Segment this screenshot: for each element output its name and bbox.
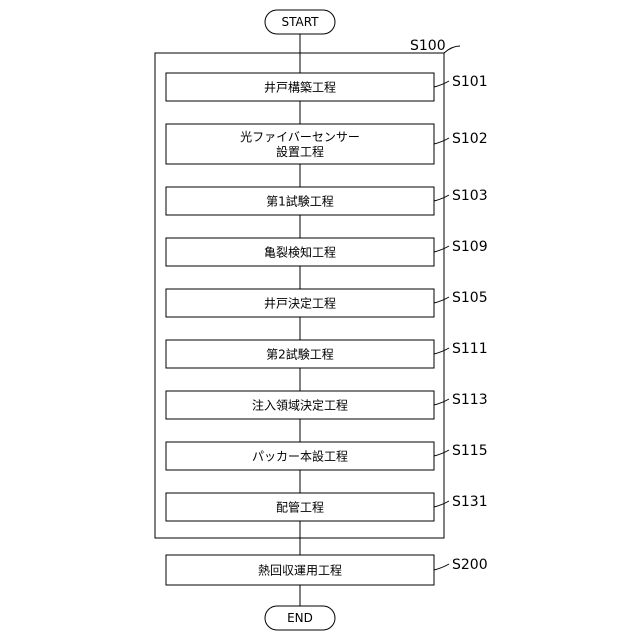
- end-terminator: END: [265, 606, 335, 630]
- step-label: 配管工程: [276, 500, 324, 515]
- step-id-label: S111: [452, 341, 488, 357]
- step-leader-line: [434, 501, 449, 507]
- step-id-label: S105: [452, 290, 488, 306]
- group-leader: [444, 46, 460, 53]
- step-id-label: S131: [452, 494, 488, 510]
- step-label: 井戸構築工程: [264, 80, 336, 95]
- start-label: START: [281, 15, 319, 29]
- step-leader-line: [434, 81, 449, 87]
- process-step-s102: 光ファイバーセンサー設置工程 S102: [166, 124, 488, 164]
- process-step-s111: 第2試験工程 S111: [166, 340, 488, 368]
- step-label: 井戸決定工程: [264, 296, 336, 311]
- step-id-label: S115: [452, 443, 488, 459]
- step-leader-line: [434, 138, 449, 144]
- step-label: 熱回収運用工程: [258, 563, 342, 578]
- process-step-s109: 亀裂検知工程 S109: [166, 238, 488, 266]
- start-terminator: START: [265, 10, 335, 34]
- process-step-s101: 井戸構築工程 S101: [166, 73, 488, 101]
- end-label: END: [287, 611, 313, 625]
- step-leader-line: [434, 348, 449, 354]
- step-label: 設置工程: [276, 144, 324, 159]
- step-id-label: S101: [452, 74, 488, 90]
- step-label: パッカー本設工程: [252, 449, 348, 464]
- step-leader-line: [434, 450, 449, 456]
- process-step-s131: 配管工程 S131: [166, 493, 488, 521]
- step-id-label: S113: [452, 392, 488, 408]
- process-step-s115: パッカー本設工程 S115: [166, 442, 488, 470]
- step-label: 亀裂検知工程: [264, 245, 336, 260]
- step-id-label: S103: [452, 188, 488, 204]
- step-label: 光ファイバーセンサー: [240, 130, 360, 144]
- steps-layer: 井戸構築工程 S101 光ファイバーセンサー設置工程 S102 第1試験工程 S103 亀裂…: [166, 73, 488, 585]
- step-id-label: S200: [452, 557, 488, 573]
- step-id-label: S102: [452, 131, 488, 147]
- step-leader-line: [434, 564, 449, 570]
- process-step-s200: 熱回収運用工程 S200: [166, 555, 488, 585]
- process-step-s113: 注入領域決定工程 S113: [166, 391, 488, 419]
- step-label: 第1試験工程: [266, 194, 334, 209]
- group-id-label: S100: [410, 38, 446, 54]
- step-leader-line: [434, 297, 449, 303]
- step-id-label: S109: [452, 239, 488, 255]
- step-leader-line: [434, 399, 449, 405]
- step-label: 第2試験工程: [266, 347, 334, 362]
- process-step-s105: 井戸決定工程 S105: [166, 289, 488, 317]
- step-leader-line: [434, 195, 449, 201]
- process-step-s103: 第1試験工程 S103: [166, 187, 488, 215]
- step-label: 注入領域決定工程: [252, 398, 348, 413]
- step-leader-line: [434, 246, 449, 252]
